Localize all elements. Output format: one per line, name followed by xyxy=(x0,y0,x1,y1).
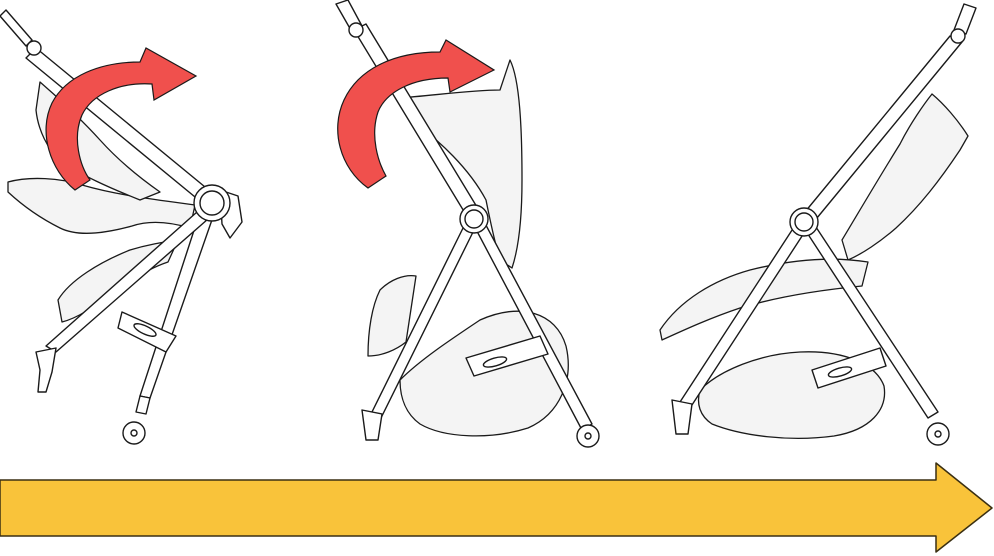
stroller-step-2 xyxy=(335,0,600,448)
wheel xyxy=(926,422,950,446)
footrest-plate xyxy=(811,347,887,389)
stroller-step-3 xyxy=(659,3,977,446)
handle-knob xyxy=(26,40,42,56)
seat-fabric xyxy=(659,258,869,341)
footrest-plate xyxy=(465,335,549,377)
wheel xyxy=(576,424,600,448)
handle-knob xyxy=(950,28,966,44)
rotation-arrow-icon xyxy=(337,39,496,189)
seat-backrest xyxy=(841,93,969,261)
front-foot xyxy=(361,409,383,441)
handle-grip xyxy=(0,9,33,47)
footrest-plate xyxy=(117,311,177,353)
seat-fabric xyxy=(397,59,523,269)
seat-fabric xyxy=(7,177,196,234)
seat-side xyxy=(367,274,417,357)
hinge-inner xyxy=(199,190,225,216)
hinge-inner xyxy=(794,212,814,232)
rear-leg-lower xyxy=(135,395,151,415)
stroller-step-1 xyxy=(0,9,243,445)
handle-grip xyxy=(953,3,977,35)
wheel xyxy=(122,421,146,445)
front-foot xyxy=(671,399,693,435)
rotation-arrow-icon xyxy=(45,47,198,191)
handle-knob xyxy=(348,22,364,38)
progress-arrow-icon xyxy=(0,462,993,553)
front-foot xyxy=(35,347,57,393)
hinge-inner xyxy=(464,209,484,229)
